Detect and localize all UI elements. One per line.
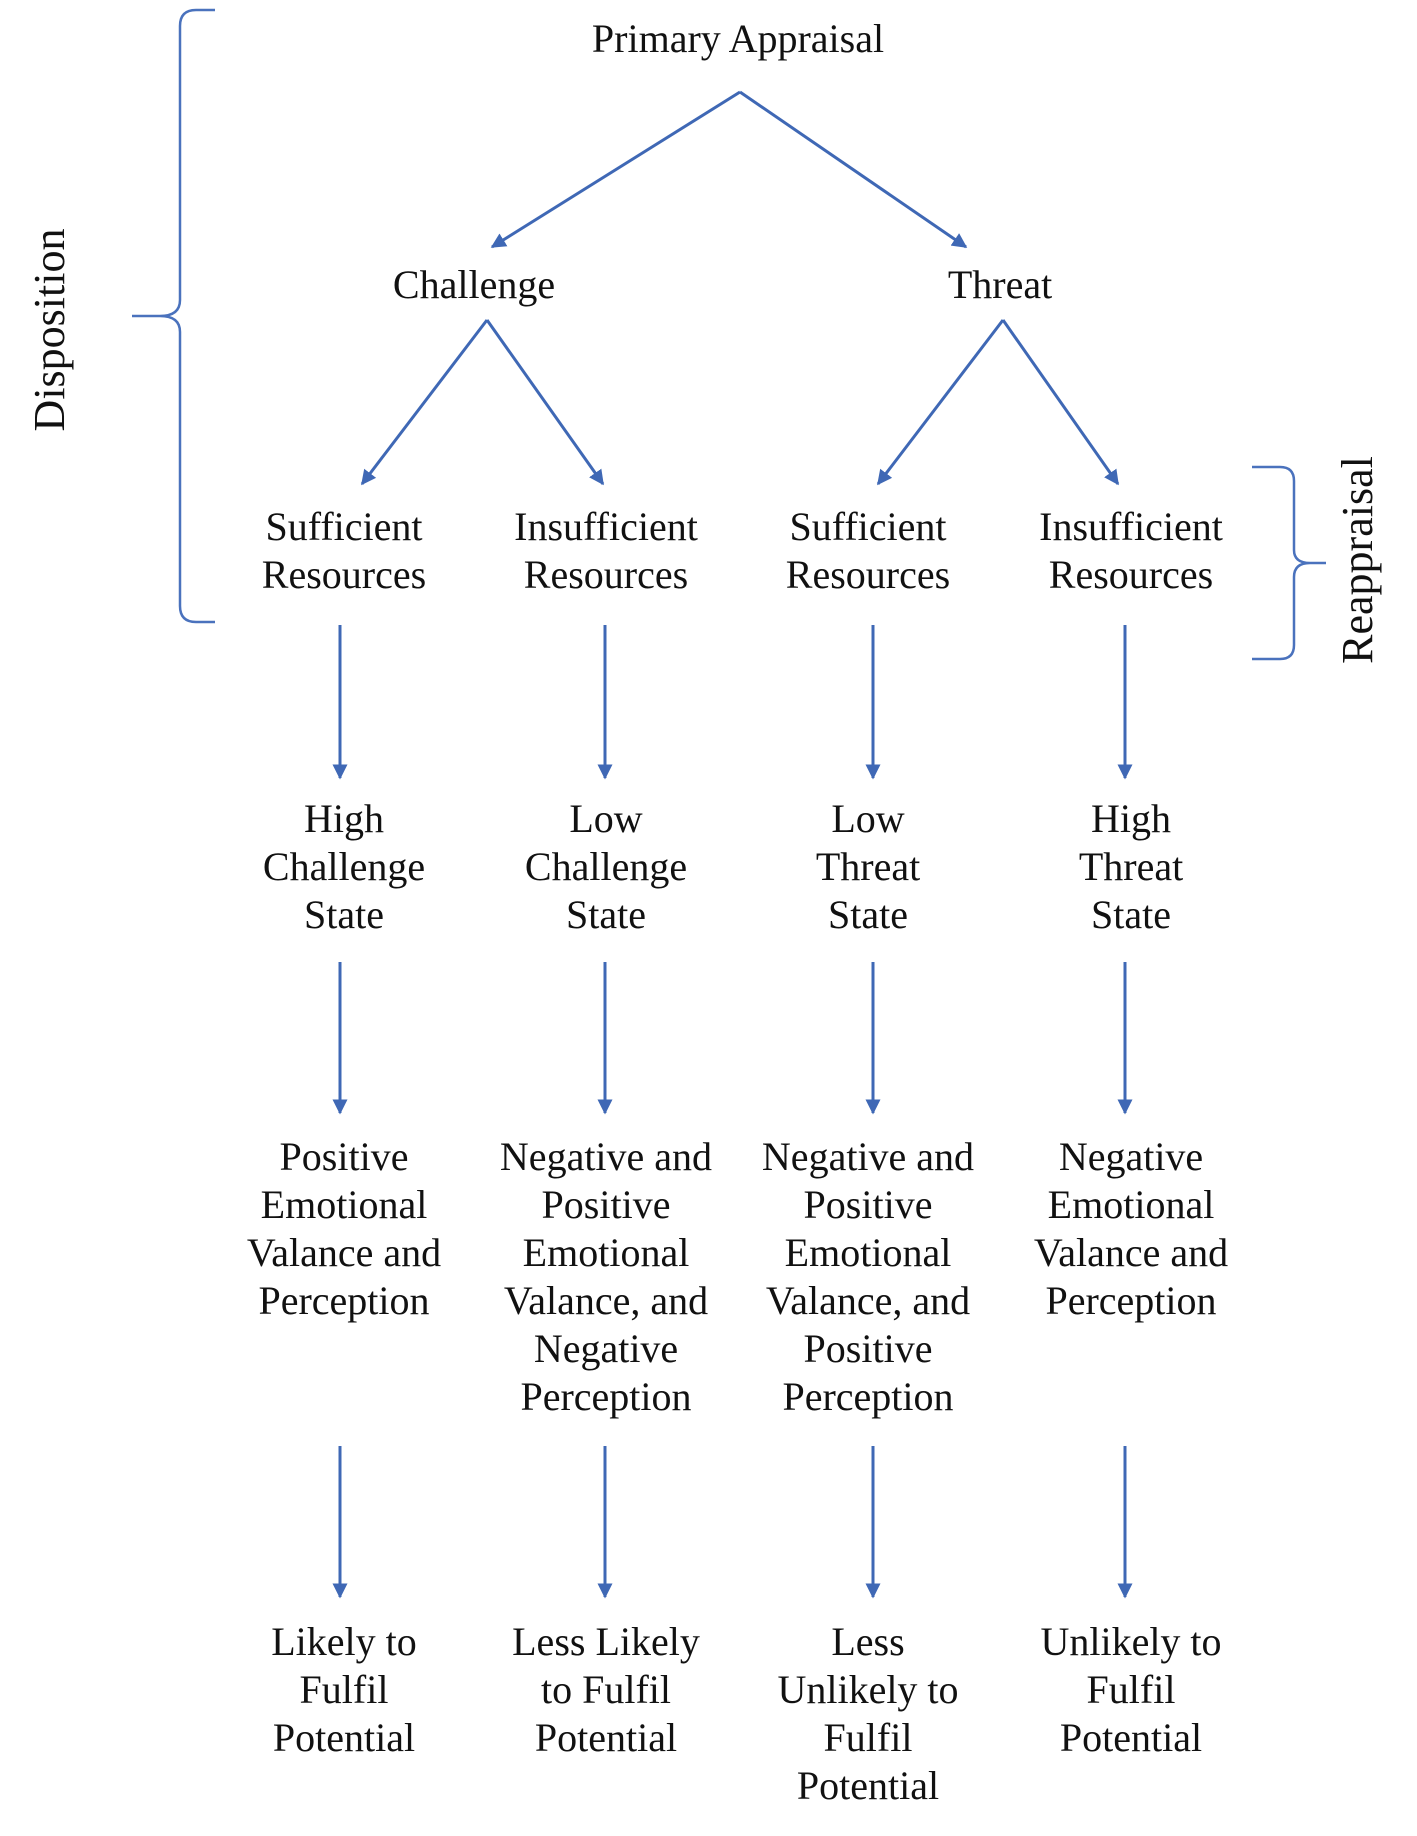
- response-label-line: Negative and: [762, 1134, 974, 1179]
- response-label-line: Perception: [1045, 1278, 1216, 1323]
- state-label-line: Low: [831, 796, 904, 841]
- state-label-line: High: [304, 796, 384, 841]
- outcome-label-line: Potential: [535, 1715, 677, 1760]
- resources-label-line: Resources: [786, 552, 950, 597]
- threat-label: Threat: [948, 262, 1052, 307]
- state-label-line: Threat: [816, 844, 920, 889]
- response-label-line: Emotional: [261, 1182, 428, 1227]
- resources-label-line: Resources: [262, 552, 426, 597]
- response-label-line: Negative and: [500, 1134, 712, 1179]
- outcome-label-line: Potential: [273, 1715, 415, 1760]
- reappraisal-label: Reappraisal: [1333, 456, 1382, 664]
- response-label-line: Valance, and: [766, 1278, 970, 1323]
- outcome-label-line: Less Likely: [512, 1619, 700, 1664]
- arrow-root-to-challenge: [490, 90, 741, 249]
- outcome-label-line: Likely to: [271, 1619, 417, 1664]
- response-label-line: Positive: [280, 1134, 409, 1179]
- arrow-threat-to-sufficient: [876, 319, 1005, 486]
- response-label-line: Perception: [258, 1278, 429, 1323]
- disposition-bracket: [132, 8, 215, 624]
- outcome-label-line: Fulfil: [1087, 1667, 1176, 1712]
- state-label-line: State: [1091, 892, 1171, 937]
- resources-label-line: Sufficient: [265, 504, 422, 549]
- state-label-line: Low: [569, 796, 642, 841]
- response-label-line: Negative: [534, 1326, 678, 1371]
- state-label-line: State: [828, 892, 908, 937]
- outcome-label-line: Less: [831, 1619, 904, 1664]
- arrow-challenge-to-insufficient: [485, 319, 605, 486]
- outcome-label-line: to Fulfil: [541, 1667, 671, 1712]
- response-label-line: Valance and: [1034, 1230, 1228, 1275]
- arrow-threat-to-insufficient: [1001, 319, 1120, 486]
- reappraisal-bracket: [1252, 465, 1326, 661]
- response-label-line: Negative: [1059, 1134, 1203, 1179]
- outcome-label-line: Unlikely to: [777, 1667, 958, 1712]
- arrow-root-to-threat: [739, 90, 968, 249]
- response-label-line: Valance and: [247, 1230, 441, 1275]
- response-label-line: Emotional: [1048, 1182, 1215, 1227]
- arrow-challenge-to-sufficient: [360, 319, 489, 486]
- resources-label-line: Sufficient: [789, 504, 946, 549]
- outcome-label-line: Fulfil: [824, 1715, 913, 1760]
- state-label-line: State: [304, 892, 384, 937]
- outcome-label-line: Unlikely to: [1040, 1619, 1221, 1664]
- state-label-line: High: [1091, 796, 1171, 841]
- response-label-line: Perception: [782, 1374, 953, 1419]
- resources-label-line: Insufficient: [1039, 504, 1223, 549]
- state-label-line: Threat: [1079, 844, 1183, 889]
- resources-label-line: Resources: [1049, 552, 1213, 597]
- state-label-line: State: [566, 892, 646, 937]
- outcome-label-line: Potential: [1060, 1715, 1202, 1760]
- response-label-line: Valance, and: [504, 1278, 708, 1323]
- primary-appraisal-label: Primary Appraisal: [592, 16, 884, 61]
- response-label-line: Emotional: [785, 1230, 952, 1275]
- state-label-line: Challenge: [525, 844, 687, 889]
- disposition-label: Disposition: [25, 229, 74, 432]
- state-label-line: Challenge: [263, 844, 425, 889]
- resources-label-line: Resources: [524, 552, 688, 597]
- response-label-line: Positive: [542, 1182, 671, 1227]
- outcome-label-line: Potential: [797, 1763, 939, 1808]
- response-label-line: Emotional: [523, 1230, 690, 1275]
- response-label-line: Positive: [804, 1326, 933, 1371]
- outcome-label-line: Fulfil: [300, 1667, 389, 1712]
- resources-label-line: Insufficient: [514, 504, 698, 549]
- challenge-label: Challenge: [393, 262, 555, 307]
- response-label-line: Positive: [804, 1182, 933, 1227]
- response-label-line: Perception: [520, 1374, 691, 1419]
